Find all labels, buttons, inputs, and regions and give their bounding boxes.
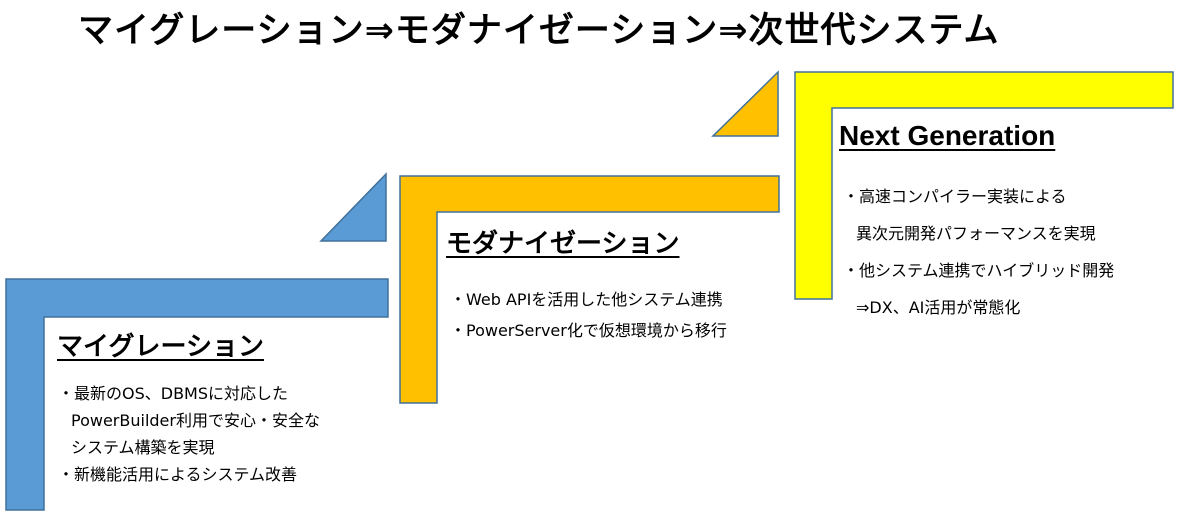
nextgen-bullet-2: ・他システム連携でハイブリッド開発 ⇒DX、AI活用が常態化 [843, 252, 1114, 326]
migration-bullet-1: ・最新のOS、DBMSに対応した PowerBuilder利用で安心・安全な シ… [58, 380, 320, 461]
modernization-step-title: モダナイゼーション [446, 229, 680, 259]
migration-bullet-1-line-3: システム構築を実現 [71, 438, 215, 457]
nextgen-bullet-2-line-2: ⇒DX、AI活用が常態化 [856, 298, 1021, 317]
modernization-bullet-1-line-1: ・Web APIを活用した他システム連携 [450, 290, 723, 309]
migration-bullet-list: ・最新のOS、DBMSに対応した PowerBuilder利用で安心・安全な シ… [58, 380, 320, 488]
nextgen-bullet-list: ・高速コンパイラー実装による 異次元開発パフォーマンスを実現 ・他システム連携で… [843, 178, 1114, 326]
nextgen-bullet-2-line-1: ・他システム連携でハイブリッド開発 [843, 261, 1115, 280]
nextgen-step-title: Next Generation [839, 120, 1056, 151]
nextgen-bullet-1-line-2: 異次元開発パフォーマンスを実現 [856, 224, 1096, 243]
migration-step-title: マイグレーション [57, 332, 264, 362]
modernization-bullet-list: ・Web APIを活用した他システム連携 ・PowerServer化で仮想環境か… [450, 284, 727, 346]
migration-bullet-2: ・新機能活用によるシステム改善 [58, 461, 320, 488]
modernization-step-shape [399, 175, 780, 404]
modernization-bullet-2-line-1: ・PowerServer化で仮想環境から移行 [450, 321, 727, 340]
modernization-step-triangle [711, 70, 779, 137]
nextgen-bullet-1: ・高速コンパイラー実装による 異次元開発パフォーマンスを実現 [843, 178, 1114, 252]
migration-step-shape [5, 278, 389, 511]
migration-bullet-2-line-1: ・新機能活用によるシステム改善 [58, 465, 298, 484]
nextgen-bullet-1-line-1: ・高速コンパイラー実装による [843, 187, 1067, 206]
page-title: マイグレーション⇒モダナイゼーション⇒次世代システム [78, 11, 1000, 51]
nextgen-step-shape [794, 71, 1174, 300]
modernization-bullet-2: ・PowerServer化で仮想環境から移行 [450, 315, 727, 346]
migration-bullet-1-line-1: ・最新のOS、DBMSに対応した [58, 384, 289, 403]
migration-step-triangle [319, 172, 387, 242]
modernization-bullet-1: ・Web APIを活用した他システム連携 [450, 284, 727, 315]
migration-bullet-1-line-2: PowerBuilder利用で安心・安全な [71, 411, 320, 430]
